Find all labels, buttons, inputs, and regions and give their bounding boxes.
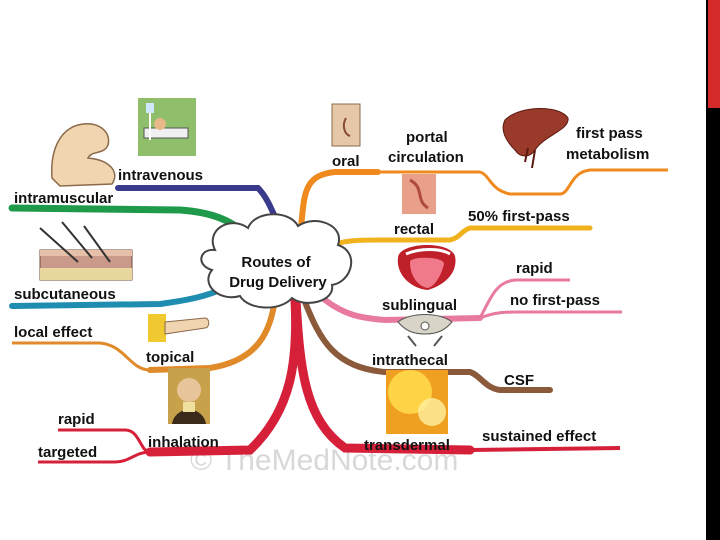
liver-icon xyxy=(502,108,569,169)
vertebra-icon xyxy=(397,314,453,347)
inhaler-woman-icon xyxy=(168,368,210,424)
branch-local-effect xyxy=(12,341,151,372)
center-cloud: Routes of Drug Delivery xyxy=(200,213,353,309)
skin-injection-icon xyxy=(39,221,133,281)
label-intravenous: intravenous xyxy=(118,167,203,184)
label-intrathecal: intrathecal xyxy=(372,352,448,369)
branch-rapid-sublingual xyxy=(478,278,570,319)
branch-no-first-pass xyxy=(479,310,622,320)
label-sublingual: sublingual xyxy=(382,297,457,314)
tongue-icon xyxy=(397,244,456,290)
label-rapid-sublingual: rapid xyxy=(516,260,553,277)
branch-portal xyxy=(378,170,560,196)
hand-icon xyxy=(148,314,210,342)
branch-transdermal xyxy=(291,295,475,455)
label-inhalation: inhalation xyxy=(148,434,219,451)
label-rectal: rectal xyxy=(394,221,434,238)
rectum-icon xyxy=(402,174,436,214)
mouth-icon xyxy=(331,103,361,147)
label-first-pass: first pass xyxy=(576,125,643,142)
branch-topical xyxy=(147,297,278,373)
skin-patch-icon xyxy=(386,370,448,434)
branch-sustained xyxy=(469,446,621,452)
label-transdermal: transdermal xyxy=(364,437,450,454)
label-topical: topical xyxy=(146,349,194,366)
label-fifty-first-pass: 50% first-pass xyxy=(468,208,570,225)
label-subcutaneous: subcutaneous xyxy=(14,286,116,303)
branch-first-pass xyxy=(559,168,668,196)
label-rapid-inhalation: rapid xyxy=(58,411,95,428)
arm-muscle-icon xyxy=(51,123,116,187)
label-circulation: circulation xyxy=(388,149,464,166)
label-csf: CSF xyxy=(504,372,534,389)
label-local-effect: local effect xyxy=(14,324,92,341)
branch-sublingual xyxy=(322,297,483,324)
branch-targeted xyxy=(38,450,151,464)
label-oral: oral xyxy=(332,153,360,170)
slide-edge-bar xyxy=(706,0,720,540)
label-targeted: targeted xyxy=(38,444,97,461)
branch-intrathecal xyxy=(302,299,553,393)
label-sustained: sustained effect xyxy=(482,428,596,445)
center-title-line1: Routes of xyxy=(241,254,311,271)
iv-patient-icon xyxy=(138,98,196,156)
label-metabolism: metabolism xyxy=(566,146,649,163)
center-title-line2: Drug Delivery xyxy=(229,274,327,291)
label-portal: portal xyxy=(406,129,448,146)
label-no-first-pass: no first-pass xyxy=(510,292,600,309)
branch-rectal xyxy=(322,225,593,251)
slide-accent-bar xyxy=(708,0,720,108)
label-intramuscular: intramuscular xyxy=(14,190,113,207)
